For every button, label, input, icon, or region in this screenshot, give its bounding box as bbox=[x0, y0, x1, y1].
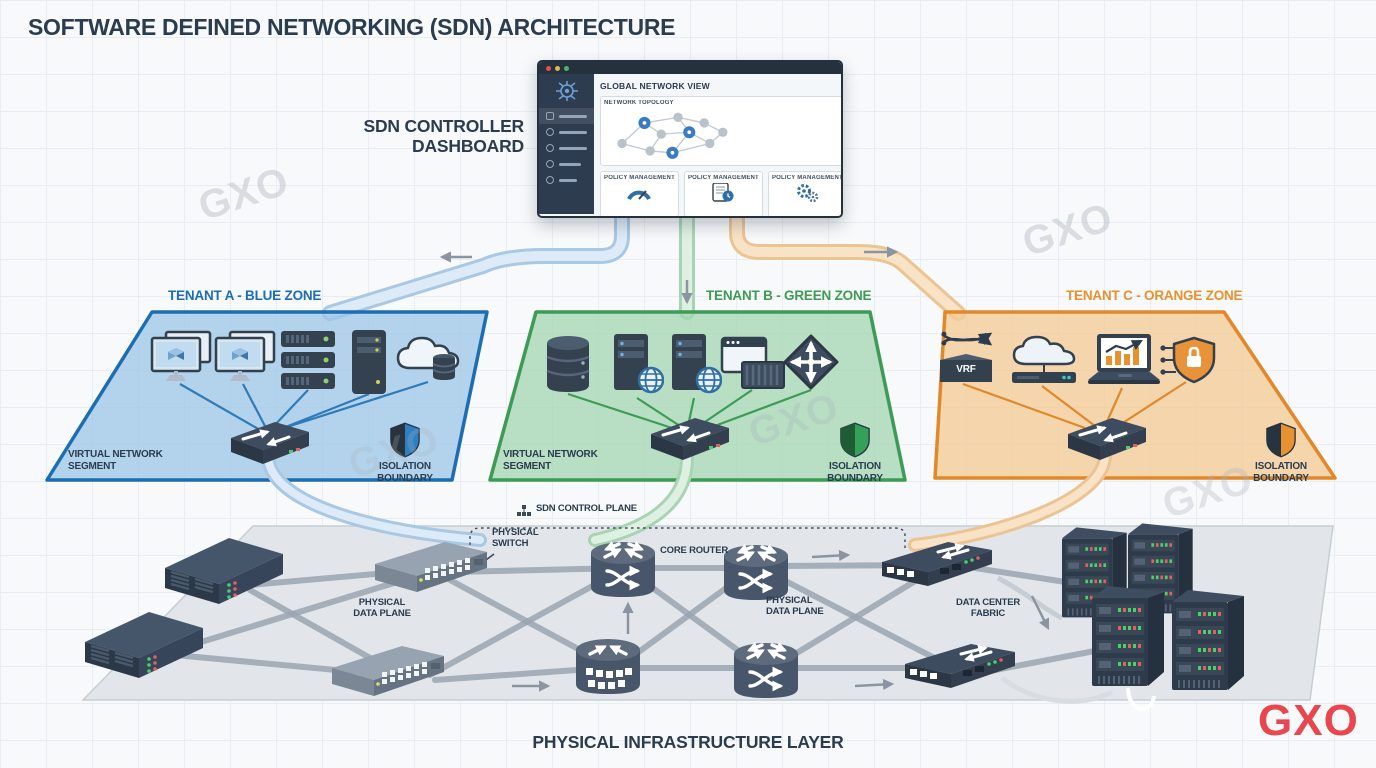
gxo-logo: GXO bbox=[1258, 696, 1359, 745]
sidebar-item[interactable] bbox=[539, 124, 594, 140]
menu-icon bbox=[546, 112, 554, 120]
controller-logo-icon bbox=[539, 74, 594, 108]
callout-line2: DASHBOARD bbox=[412, 136, 524, 157]
database-icon bbox=[545, 335, 591, 393]
dashboard-callout: SDN CONTROLLER DASHBOARD bbox=[346, 116, 524, 156]
tenant-b-segment-label: VIRTUAL NETWORK SEGMENT bbox=[503, 449, 598, 472]
dashboard-header-title: GLOBAL NETWORK VIEW bbox=[600, 80, 710, 91]
server-rack bbox=[1172, 589, 1244, 691]
sidebar-item[interactable] bbox=[539, 140, 594, 156]
pipe-direction-arrows bbox=[439, 246, 899, 305]
panel-title: POLICY MANAGEMENT bbox=[771, 175, 843, 181]
menu-icon bbox=[546, 176, 554, 184]
policy-panel: POLICY MANAGEMENT bbox=[683, 171, 763, 216]
server-rack bbox=[1092, 585, 1164, 687]
dashboard-sidebar bbox=[539, 74, 594, 214]
data-plane-label-right: PHYSICAL DATA PLANE bbox=[766, 595, 824, 617]
gauge-icon bbox=[627, 190, 652, 201]
page-title: SOFTWARE DEFINED NETWORKING (SDN) ARCHIT… bbox=[28, 14, 676, 40]
data-center-fabric-label: DATA CENTER FABRIC bbox=[955, 597, 1021, 619]
zone-downlinks bbox=[261, 448, 1112, 552]
sidebar-item[interactable] bbox=[539, 156, 594, 172]
policy-panel: POLICY MANAGEMENT bbox=[600, 171, 679, 216]
monitoring-laptop-icon bbox=[1088, 334, 1160, 384]
physical-switch-label: PHYSICAL SWITCH bbox=[492, 527, 539, 549]
sidebar-item[interactable] bbox=[539, 108, 594, 124]
window-minimize-icon[interactable] bbox=[555, 65, 560, 71]
menu-icon bbox=[546, 144, 554, 152]
core-router-label: CORE ROUTER bbox=[660, 545, 728, 556]
tenant-b-label: TENANT B - GREEN ZONE bbox=[706, 288, 872, 303]
tenant-a-label: TENANT A - BLUE ZONE bbox=[168, 288, 322, 303]
tenant-a-segment-label: VIRTUAL NETWORK SEGMENT bbox=[68, 449, 163, 472]
control-plane-boundary bbox=[466, 527, 906, 558]
core-router bbox=[724, 545, 788, 600]
tenant-c-label: TENANT C - ORANGE ZONE bbox=[1066, 288, 1243, 303]
edge-router bbox=[576, 639, 640, 694]
rack-server-icon bbox=[281, 331, 335, 389]
physical-layer-title: PHYSICAL INFRASTRUCTURE LAYER bbox=[532, 732, 844, 752]
gears-icon bbox=[797, 184, 819, 203]
tenant-c-isolation-label: ISOLATION BOUNDARY bbox=[1253, 461, 1309, 484]
panel-title: POLICY MANAGEMENT bbox=[604, 175, 675, 181]
core-router bbox=[591, 542, 655, 597]
tenant-a-links bbox=[179, 380, 429, 432]
menu-icon bbox=[546, 160, 554, 168]
sidebar-item[interactable] bbox=[539, 172, 594, 188]
panel-title: NETWORK TOPOLOGY bbox=[604, 100, 674, 106]
control-plane-icon bbox=[517, 505, 531, 516]
sdn-controller-dashboard-window: GLOBAL NETWORK VIEW NETWORK TOPOLOGY bbox=[537, 60, 843, 218]
callout-line1: SDN CONTROLLER bbox=[363, 116, 524, 136]
tenant-a-isolation-label: ISOLATION BOUNDARY bbox=[377, 461, 433, 484]
schedule-doc-icon bbox=[712, 183, 734, 202]
control-plane-label: SDN CONTROL PLANE bbox=[536, 503, 637, 514]
menu-icon bbox=[546, 128, 554, 136]
data-plane-label-left: PHYSICAL DATA PLANE bbox=[353, 597, 411, 619]
topology-graph bbox=[617, 112, 728, 159]
window-close-icon[interactable] bbox=[546, 65, 551, 71]
core-router bbox=[734, 643, 798, 698]
window-maximize-icon[interactable] bbox=[564, 65, 569, 71]
control-pipes bbox=[322, 206, 966, 321]
tenant-b-isolation-label: ISOLATION BOUNDARY bbox=[827, 461, 883, 484]
network-topology-panel: NETWORK TOPOLOGY bbox=[600, 96, 841, 166]
tower-server-icon bbox=[352, 330, 386, 394]
tenant-c-links bbox=[962, 381, 1187, 430]
panel-title: POLICY MANAGEMENT bbox=[687, 175, 759, 181]
vrf-label: VRF bbox=[956, 364, 976, 375]
window-titlebar bbox=[539, 62, 841, 74]
policy-panel: POLICY MANAGEMENT bbox=[767, 171, 843, 216]
